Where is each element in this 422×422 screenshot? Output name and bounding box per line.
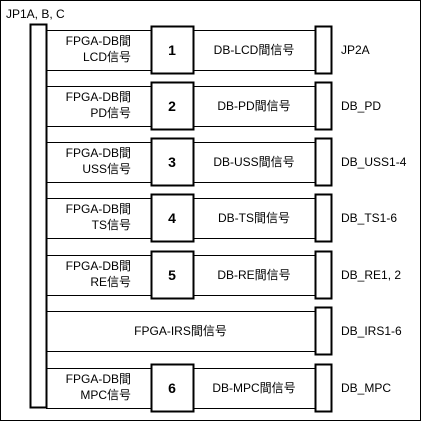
left-signal-label-line2: MPC信号 <box>80 388 131 402</box>
main-connector-label: JP1A, B, C <box>6 7 65 21</box>
numbered-box-label: 2 <box>168 98 176 114</box>
right-connector-label: DB_IRS1-6 <box>341 324 402 338</box>
left-signal-label-line2: LCD信号 <box>83 50 131 64</box>
right-connector-label: DB_PD <box>341 99 381 113</box>
numbered-box <box>150 250 195 300</box>
right-connector-block <box>314 363 333 413</box>
right-connector-block <box>314 250 333 300</box>
right-connector-label: DB_USS1-4 <box>341 155 407 169</box>
right-connector-block <box>314 81 333 131</box>
main-connector-bar <box>29 23 48 409</box>
numbered-box-label: 4 <box>168 210 176 226</box>
numbered-box <box>150 25 195 75</box>
left-signal-label-line2: PD信号 <box>90 106 131 120</box>
middle-signal-label: DB-USS間信号 <box>213 155 294 169</box>
middle-signal-label: DB-LCD間信号 <box>214 43 295 57</box>
left-signal-label-line1: FPGA-DB間 <box>66 259 131 273</box>
left-signal-label-line1: FPGA-DB間 <box>66 146 131 160</box>
left-signal-label-line1: FPGA-DB間 <box>66 372 131 386</box>
numbered-box-label: 5 <box>168 267 176 283</box>
full-signal-label: FPGA-IRS間信号 <box>134 324 227 338</box>
right-connector-block <box>314 137 333 187</box>
left-signal-label-line1: FPGA-DB間 <box>66 202 131 216</box>
right-connector-label: DB_MPC <box>341 381 391 395</box>
left-signal-label-line2: USS信号 <box>82 162 131 176</box>
numbered-box <box>150 81 195 131</box>
numbered-box <box>150 363 195 413</box>
middle-signal-label: DB-PD間信号 <box>217 99 290 113</box>
left-signal-label-line2: RE信号 <box>90 275 131 289</box>
left-signal-label-line1: FPGA-DB間 <box>66 34 131 48</box>
right-connector-label: JP2A <box>341 43 370 57</box>
numbered-box <box>150 137 195 187</box>
right-connector-label: DB_TS1-6 <box>341 211 397 225</box>
middle-signal-label: DB-RE間信号 <box>217 268 290 282</box>
left-signal-label-line2: TS信号 <box>92 218 131 232</box>
numbered-box <box>150 193 195 243</box>
middle-signal-label: DB-TS間信号 <box>218 211 290 225</box>
middle-signal-label: DB-MPC間信号 <box>212 381 295 395</box>
right-connector-block <box>314 306 333 356</box>
right-connector-block <box>314 193 333 243</box>
left-signal-label-line1: FPGA-DB間 <box>66 90 131 104</box>
numbered-box-label: 3 <box>168 154 176 170</box>
numbered-box-label: 6 <box>168 380 176 396</box>
right-connector-block <box>314 25 333 75</box>
numbered-box-label: 1 <box>168 42 176 58</box>
right-connector-label: DB_RE1, 2 <box>341 268 401 282</box>
